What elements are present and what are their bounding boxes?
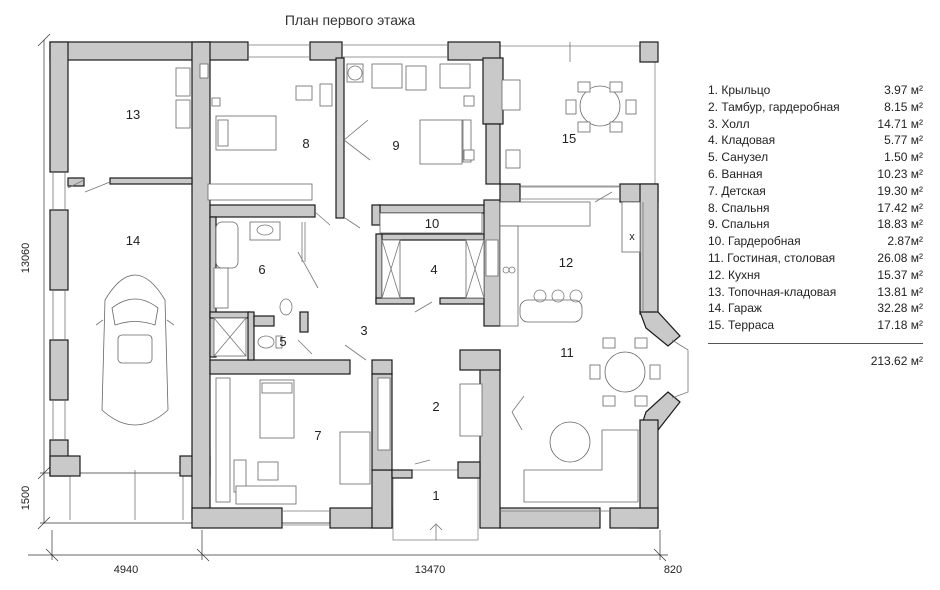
legend-room-area: 14.71 м² [877, 116, 923, 131]
legend-room-name: 5. Санузел [708, 150, 769, 165]
terrace-outline [499, 41, 659, 187]
legend-row: 6. Ванная 10.23 м² [708, 166, 923, 183]
legend-row: 5. Санузел 1.50 м² [708, 149, 923, 166]
kitchen-mark: x [629, 231, 635, 243]
dim-width-house: 13470 [415, 564, 446, 576]
legend-rows: 1. Крыльцо 3.97 м² 2. Тамбур, гардеробная 8… [708, 82, 923, 334]
room-label-5: 5 [279, 334, 286, 349]
legend-room-area: 13.81 м² [877, 284, 923, 299]
legend-room-name: 2. Тамбур, гардеробная [708, 99, 840, 114]
dim-width-extra: 820 [664, 564, 682, 576]
bedroom-8-furniture [199, 63, 333, 201]
porch-outline [392, 469, 479, 541]
vestibule-furniture [377, 377, 483, 451]
room-label-3: 3 [360, 323, 367, 338]
legend-row: 7. Детская 19.30 м² [708, 183, 923, 200]
bedroom-9-furniture [346, 63, 475, 165]
room-label-4: 4 [430, 262, 437, 277]
bathroom-6-fixtures [213, 221, 293, 357]
legend-room-area: 18.83 м² [877, 217, 923, 232]
toilet-5-fixtures [257, 335, 283, 349]
legend-divider [708, 342, 923, 344]
kids-room-furniture [215, 377, 371, 505]
legend-row: 15. Терраса 17.18 м² [708, 317, 923, 334]
legend-room-area: 10.23 м² [877, 166, 923, 181]
dim-height-porch: 1500 [20, 486, 32, 510]
room-label-9: 9 [392, 138, 399, 153]
door-swings [67, 119, 613, 465]
legend-room-name: 11. Гостиная, столовая [708, 250, 836, 265]
legend-row: 3. Холл 14.71 м² [708, 116, 923, 133]
room-label-8: 8 [302, 136, 309, 151]
legend-room-name: 10. Гардеробная [708, 234, 801, 249]
storage-4-shelves [381, 239, 485, 299]
legend-room-name: 4. Кладовая [708, 133, 776, 148]
room-label-15: 15 [562, 131, 576, 146]
legend-room-area: 19.30 м² [877, 183, 923, 198]
wardrobe-10-shelf [379, 212, 483, 234]
legend-room-area: 3.97 м² [884, 83, 923, 97]
legend-room-name: 14. Гараж [708, 301, 762, 316]
legend-room-area: 2.87м² [887, 234, 923, 249]
floor-plan: 13060 1500 4940 13470 820 [20, 33, 689, 576]
legend-room-area: 8.15 м² [884, 99, 923, 114]
legend-room-area: 1.50 м² [884, 150, 923, 165]
legend-row: 2. Тамбур, гардеробная 8.15 м² [708, 99, 923, 116]
legend-row: 13. Топочная-кладовая 13.81 м² [708, 284, 923, 301]
room-label-14: 14 [126, 233, 140, 248]
legend-row: 10. Гардеробная 2.87м² [708, 233, 923, 250]
windows [52, 44, 689, 526]
legend-room-name: 15. Терраса [708, 318, 775, 333]
page-title: План первого этажа [284, 12, 416, 28]
car [95, 274, 175, 426]
legend-room-name: 9. Спальня [708, 217, 770, 232]
legend-room-area: 5.77 м² [884, 133, 923, 148]
legend-row: 12. Кухня 15.37 м² [708, 267, 923, 284]
legend-total: 213.62 м² [870, 353, 923, 368]
legend-room-area: 32.28 м² [877, 301, 923, 316]
legend-room-name: 13. Топочная-кладовая [708, 284, 837, 299]
room-label-10: 10 [425, 216, 439, 231]
legend-room-name: 6. Ванная [708, 166, 763, 181]
legend-row: 11. Гостиная, столовая 26.08 м² [708, 250, 923, 267]
legend-room-name: 12. Кухня [708, 267, 761, 282]
legend-room-name: 3. Холл [708, 116, 750, 131]
room-label-1: 1 [432, 488, 439, 503]
terrace-furniture [501, 79, 637, 169]
dim-height-total: 13060 [20, 243, 32, 274]
kitchen-furniture [485, 201, 641, 327]
room-label-6: 6 [258, 262, 265, 277]
boiler-room-equipment [175, 67, 191, 129]
legend-room-name: 1. Крыльцо [708, 83, 771, 97]
legend-row: 1. Крыльцо 3.97 м² [708, 82, 923, 99]
legend-room-area: 17.18 м² [877, 318, 923, 333]
room-label-7: 7 [314, 428, 321, 443]
legend-row: 14. Гараж 32.28 м² [708, 300, 923, 317]
legend-row: 4. Кладовая 5.77 м² [708, 132, 923, 149]
legend-room-area: 17.42 м² [877, 200, 923, 215]
legend-row: 8. Спальня 17.42 м² [708, 200, 923, 217]
room-label-11: 11 [560, 345, 574, 360]
living-furniture [523, 337, 661, 503]
legend-row: 9. Спальня 18.83 м² [708, 216, 923, 233]
room-label-2: 2 [432, 399, 439, 414]
room-label-12: 12 [559, 255, 573, 270]
dim-width-garage: 4940 [114, 564, 138, 576]
legend-room-area: 26.08 м² [877, 250, 923, 265]
legend-room-name: 7. Детская [708, 183, 766, 198]
legend-room-name: 8. Спальня [708, 200, 770, 215]
legend-room-area: 15.37 м² [877, 267, 923, 282]
room-label-13: 13 [126, 107, 140, 122]
room-legend: 1. Крыльцо 3.97 м² 2. Тамбур, гардеробная 8… [708, 82, 923, 368]
garage-apron [69, 470, 184, 520]
